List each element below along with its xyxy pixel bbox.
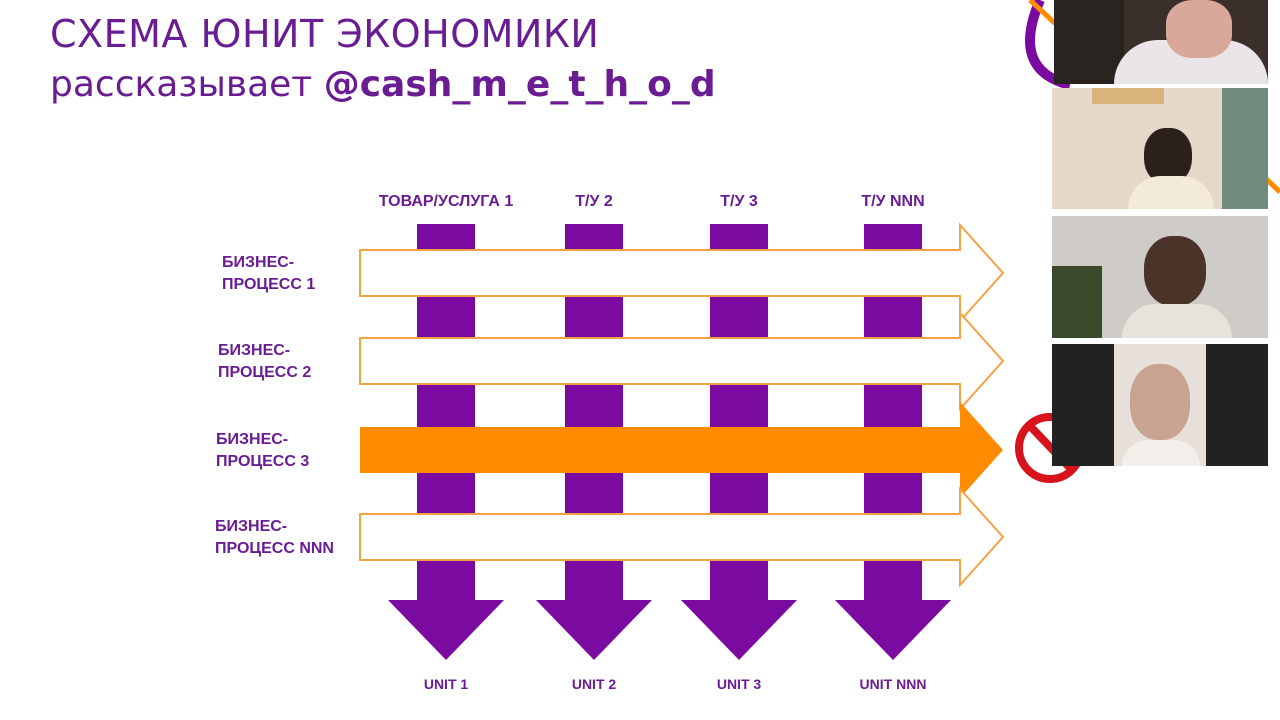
avatar bbox=[1128, 176, 1214, 209]
avatar bbox=[1144, 236, 1206, 306]
process-arrow bbox=[359, 310, 1005, 412]
process-label-line2: ПРОЦЕСС 3 bbox=[216, 453, 309, 470]
video-tile-2[interactable] bbox=[1052, 88, 1268, 209]
product-label: Т/У NNN bbox=[861, 193, 924, 210]
unit-label: UNIT 1 bbox=[424, 676, 469, 692]
process-arrow bbox=[359, 222, 1005, 324]
presenter-handle: @cash_m_e_t_h_o_d bbox=[323, 64, 716, 105]
video-tile-3[interactable] bbox=[1052, 216, 1268, 338]
product-label: Т/У 2 bbox=[575, 193, 613, 210]
slide-subtitle: рассказывает @cash_m_e_t_h_o_d bbox=[50, 64, 716, 105]
subtitle-prefix: рассказывает bbox=[50, 64, 324, 105]
unit-label: UNIT 3 bbox=[717, 676, 762, 692]
process-label-line2: ПРОЦЕСС 1 bbox=[222, 276, 315, 293]
slide-title: СХЕМА ЮНИТ ЭКОНОМИКИ bbox=[50, 12, 600, 56]
avatar bbox=[1144, 128, 1192, 184]
product-label: ТОВАР/УСЛУГА 1 bbox=[379, 193, 514, 210]
unit-label: UNIT 2 bbox=[572, 676, 617, 692]
avatar bbox=[1092, 88, 1164, 104]
product-labels: ТОВАР/УСЛУГА 1 Т/У 2 Т/У 3 Т/У NNN bbox=[379, 193, 925, 210]
process-arrow-highlighted bbox=[360, 402, 1003, 498]
process-label-line1: БИЗНЕС- bbox=[218, 342, 290, 359]
product-label: Т/У 3 bbox=[720, 193, 758, 210]
process-label-line1: БИЗНЕС- bbox=[222, 254, 294, 271]
avatar bbox=[1166, 0, 1232, 58]
process-labels: БИЗНЕС- ПРОЦЕСС 1 БИЗНЕС- ПРОЦЕСС 2 БИЗНЕС- П… bbox=[215, 254, 334, 557]
avatar bbox=[1052, 266, 1102, 338]
video-tile-4[interactable] bbox=[1052, 344, 1268, 466]
avatar bbox=[1054, 0, 1124, 84]
unit-label: UNIT NNN bbox=[860, 676, 927, 692]
unit-labels: UNIT 1 UNIT 2 UNIT 3 UNIT NNN bbox=[424, 676, 927, 692]
process-label-line2: ПРОЦЕСС 2 bbox=[218, 364, 311, 381]
process-arrow bbox=[359, 486, 1005, 588]
process-label-line1: БИЗНЕС- bbox=[216, 431, 288, 448]
avatar bbox=[1222, 88, 1268, 209]
process-label-line1: БИЗНЕС- bbox=[215, 518, 287, 535]
video-tile-1[interactable] bbox=[1054, 0, 1268, 84]
process-label-line2: ПРОЦЕСС NNN bbox=[215, 540, 334, 557]
process-arrows bbox=[359, 222, 1005, 588]
avatar bbox=[1122, 440, 1200, 466]
avatar bbox=[1130, 364, 1190, 440]
avatar bbox=[1122, 304, 1232, 338]
